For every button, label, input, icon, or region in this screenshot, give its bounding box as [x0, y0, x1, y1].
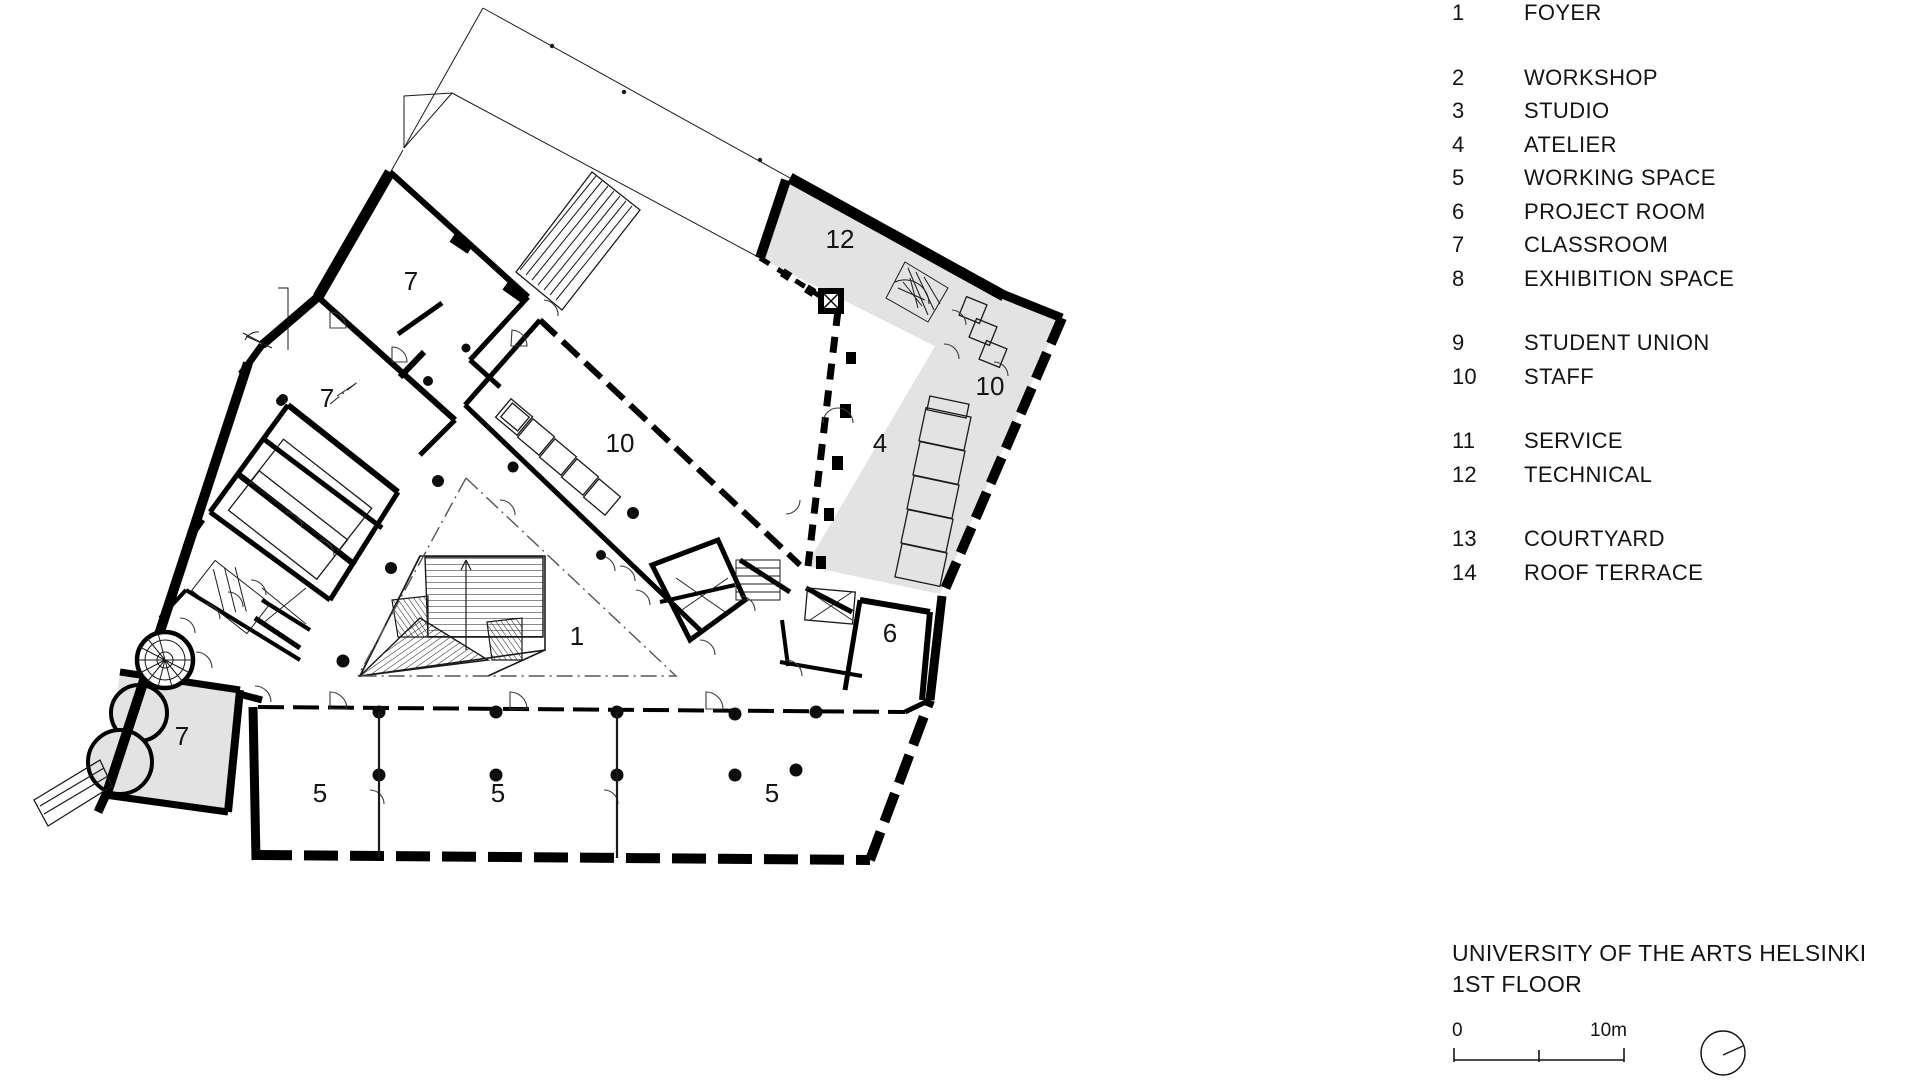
legend-number: 9 [1452, 330, 1465, 355]
room-fill-atelier [806, 300, 1060, 594]
partitions [377, 712, 619, 858]
main-stair [358, 555, 546, 678]
legend-label: STAFF [1524, 363, 1595, 389]
room-number-label: 12 [826, 224, 855, 254]
foyer-boundary [357, 477, 678, 677]
legend-number: 2 [1452, 64, 1465, 90]
legend-item-9: 9 STUDENT UNION [1452, 330, 1920, 364]
room-fill-staff [940, 282, 1056, 372]
legend-label: EXHIBITION SPACE [1524, 265, 1735, 291]
legend-number: 6 [1452, 198, 1465, 224]
legend-number: 8 [1452, 265, 1465, 291]
legend-label: WORKING SPACE [1524, 165, 1716, 190]
scale-min-label: 0 [1452, 1020, 1463, 1041]
room-number-label: 6 [883, 618, 897, 648]
legend-number: 10 [1452, 363, 1477, 389]
legend-label: ATELIER [1524, 131, 1617, 157]
legend-label: FOYER [1524, 0, 1602, 25]
room-number-label: 7 [404, 266, 418, 296]
legend-label: STUDIO [1524, 98, 1610, 123]
scale-bar: 0 10m [1452, 1020, 1752, 1066]
legend-label: TECHNICAL [1524, 461, 1653, 487]
legend-label: ROOF TERRACE [1524, 559, 1704, 585]
legend-label: WORKSHOP [1524, 64, 1658, 90]
shaded-rooms [86, 178, 1060, 812]
secondary-stairs [191, 171, 949, 635]
title-block: UNIVERSITY OF THE ARTS HELSINKI 1ST FLOO… [1452, 938, 1920, 1000]
legend-gap-2 [1452, 299, 1920, 330]
legend-item-4: 4 ATELIER [1452, 132, 1920, 166]
misc-annotations [242, 287, 361, 405]
legend-number: 1 [1452, 0, 1465, 25]
legend-item-10: 10 STAFF [1452, 364, 1920, 398]
spiral-stair [134, 629, 196, 691]
legend-gap-1 [1452, 34, 1920, 65]
legend-item-13: 13 COURTYARD [1452, 526, 1920, 560]
door-swings [179, 299, 1009, 805]
roof-outline [389, 7, 791, 259]
room-fill-technical [760, 178, 1002, 360]
scale-max-label: 10m [1590, 1020, 1627, 1041]
floor-plan-drawing: 7 7 10 12 10 4 1 6 7 5 5 5 [33, 7, 1067, 865]
room-number-label: 7 [320, 383, 334, 413]
legend-item-3: 3 STUDIO [1452, 98, 1920, 132]
legend-number: 7 [1452, 232, 1465, 257]
legend: 1 FOYER 2 WORKSHOP 3 STUDIO 4 ATELIER 5 … [1452, 0, 1920, 640]
legend-item-8: 8 EXHIBITION SPACE [1452, 266, 1920, 300]
room-number-label: 5 [491, 778, 505, 808]
legend-number: 4 [1452, 131, 1465, 157]
room-number-label: 5 [313, 778, 327, 808]
legend-number: 5 [1452, 165, 1465, 190]
legend-item-2: 2 WORKSHOP [1452, 65, 1920, 99]
scale-bar-graphic [1453, 1048, 1625, 1062]
north-arrow-icon [1700, 1030, 1746, 1076]
legend-number: 12 [1452, 461, 1477, 487]
legend-label: COURTYARD [1524, 526, 1665, 551]
room-number-label: 4 [873, 428, 887, 458]
legend-gap-3 [1452, 397, 1920, 428]
legend-number: 11 [1452, 428, 1476, 453]
window-marker [818, 288, 844, 314]
room-number-label: 1 [570, 621, 584, 651]
room-number-label: 5 [765, 778, 779, 808]
legend-gap-4 [1452, 495, 1920, 526]
project-title: UNIVERSITY OF THE ARTS HELSINKI [1452, 940, 1867, 966]
legend-label: SERVICE [1524, 428, 1623, 453]
room-number-label: 10 [976, 371, 1005, 401]
legend-item-7: 7 CLASSROOM [1452, 232, 1920, 266]
legend-label: CLASSROOM [1524, 232, 1669, 257]
legend-item-1: 1 FOYER [1452, 0, 1920, 34]
legend-item-12: 12 TECHNICAL [1452, 462, 1920, 496]
legend-item-14: 14 ROOF TERRACE [1452, 560, 1920, 594]
floor-plan-svg: 7 7 10 12 10 4 1 6 7 5 5 5 [33, 7, 1067, 865]
entrance-ramp [33, 759, 113, 827]
curtain-wall-mullions [779, 268, 856, 569]
plan-room-numbers: 7 7 10 12 10 4 1 6 7 5 5 5 [175, 224, 1005, 808]
drawing-title: 1ST FLOOR [1452, 971, 1583, 997]
legend-item-11: 11 SERVICE [1452, 428, 1920, 462]
legend-number: 13 [1452, 526, 1477, 551]
legend-number: 14 [1452, 559, 1477, 585]
room-number-label: 10 [606, 428, 635, 458]
room-number-label: 7 [175, 721, 189, 751]
legend-item-5: 5 WORKING SPACE [1452, 165, 1920, 199]
legend-number: 3 [1452, 98, 1465, 123]
furniture [227, 295, 1008, 625]
legend-label: PROJECT ROOM [1524, 198, 1706, 224]
legend-label: STUDENT UNION [1524, 330, 1710, 355]
legend-item-6: 6 PROJECT ROOM [1452, 199, 1920, 233]
